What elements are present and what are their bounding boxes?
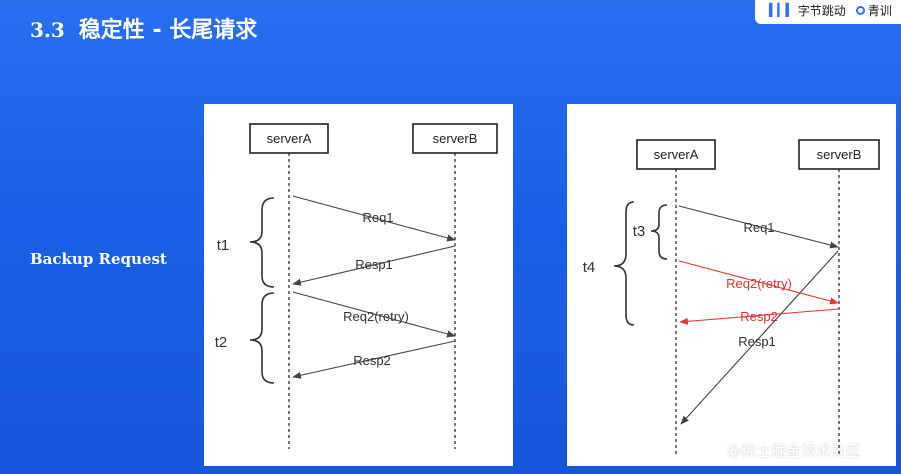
sequence-diagram-right-svg: serverA serverB Req1 Req2(retry) Resp2 R… [583,139,880,456]
sequence-diagram-left-svg: serverA serverB Req1 Resp1 Req2(retry) R… [215,123,498,449]
message-arrow [292,195,456,242]
sequence-diagram-backup-request: serverA serverB Req1 Req2(retry) Resp2 R… [567,104,896,466]
community-watermark: @稀土掘金技术社区 [726,442,862,460]
node-serverB-label: serverB [433,131,478,146]
interval-label: t3 [633,223,646,240]
node-serverA-label: serverA [654,147,699,162]
slide-title: 3.3 稳定性 - 长尾请求 [30,12,257,44]
node-serverB-label: serverB [817,147,862,162]
brand-name: 字节跳动 [797,3,846,18]
message-label: Resp2 [353,353,391,368]
message-label: Req1 [743,220,774,235]
message-label: Req2(retry) [343,309,409,324]
title-text: 稳定性 - 长尾请求 [78,18,258,43]
message-arrow-retry [678,260,839,305]
camp-logo: 青训 [855,2,892,19]
message-label: Resp1 [738,334,776,349]
brand-logo-card: ▍▎▍ 字节跳动 青训 [755,0,901,24]
backup-request-label: Backup Request [30,250,167,268]
message-arrow [292,340,456,379]
message-label-retry: Resp2 [740,309,778,324]
interval-label: t2 [215,334,228,351]
interval-label: t4 [583,259,596,276]
message-arrow [678,205,839,249]
node-serverB [798,139,880,170]
message-arrow-retry [679,308,839,325]
node-serverB [412,123,498,154]
interval-brace [249,197,275,288]
ring-icon [855,5,865,15]
interval-label: t1 [217,237,230,254]
message-arrow [292,245,456,286]
node-serverA [249,123,329,154]
message-arrow [292,291,456,338]
message-label: Resp1 [355,257,393,272]
node-serverA [636,139,716,170]
interval-brace [249,292,275,384]
message-label-retry: Req2(retry) [726,276,792,291]
message-label: Req1 [362,210,393,225]
message-arrow [680,250,839,425]
section-number: 3.3 [30,18,65,42]
node-serverA-label: serverA [267,131,312,146]
interval-brace [613,201,635,326]
bar-chart-icon: ▍▎▍ [769,3,795,17]
interval-brace [650,204,668,260]
sequence-diagram-sequential-retry: serverA serverB Req1 Resp1 Req2(retry) R… [204,104,513,466]
camp-name: 青训 [867,3,892,18]
brand-logo: ▍▎▍ 字节跳动 [769,2,846,19]
